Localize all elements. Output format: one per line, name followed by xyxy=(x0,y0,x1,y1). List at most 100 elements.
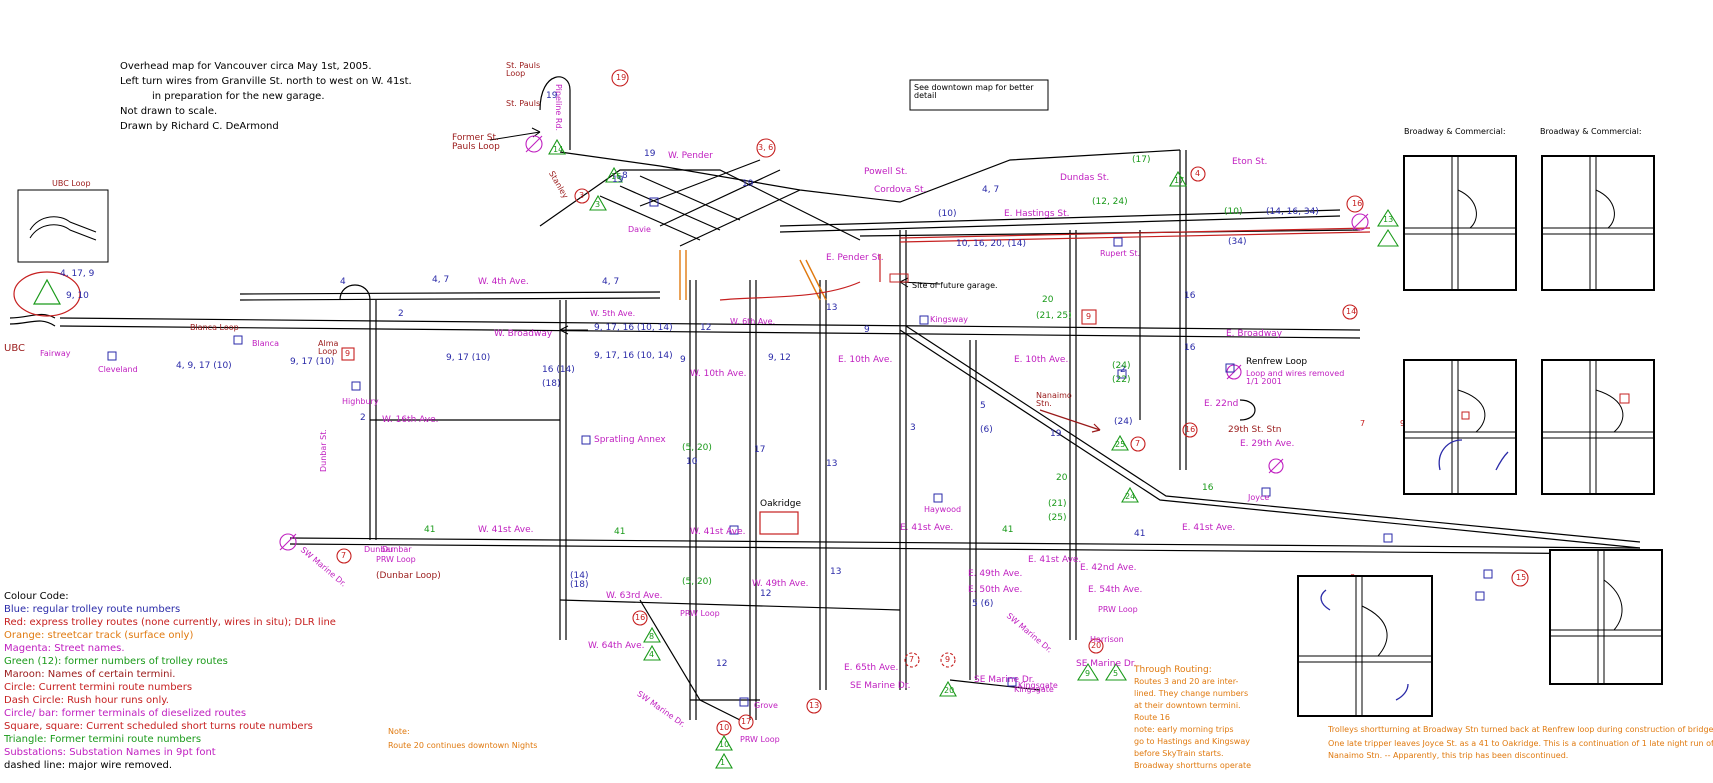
route-2-b: 2 xyxy=(360,413,366,423)
route-12-c: 12 xyxy=(716,659,728,669)
through-routing-line-4: Route 16 xyxy=(1134,713,1170,722)
header-line-4: Not drawn to scale. xyxy=(120,106,218,117)
marker-tri-3: 3 xyxy=(595,200,601,209)
street-e-49th: E. 49th Ave. xyxy=(968,569,1023,579)
wire-hastings xyxy=(779,209,1341,227)
street-eton: Eton St. xyxy=(1232,157,1268,167)
marker-dash-circle-7: 7 xyxy=(909,655,915,664)
marker-circle-17: 17 xyxy=(741,717,752,726)
route-34: (34) xyxy=(1228,237,1247,247)
subst-highbury: Highbury xyxy=(342,397,379,406)
legend-circle: Circle: Current termini route numbers xyxy=(4,682,193,693)
wire-4th-ave xyxy=(239,291,661,295)
route-10-16-20: 10, 16, 20, (14) xyxy=(956,239,1026,249)
former-st-pauls-arrow xyxy=(489,131,541,141)
route-19-d: 19 xyxy=(742,179,754,189)
marker-square-9: 9 xyxy=(345,349,351,358)
legend-red: Red: express trolley routes (none curren… xyxy=(4,617,336,628)
route-41-b: 41 xyxy=(614,527,626,537)
circle-route-17-icon xyxy=(738,714,754,730)
marker-circle-3-6: 3, 6 xyxy=(758,143,774,152)
route-10-b: 10 xyxy=(686,457,698,467)
renfrew-loop-label: Renfrew Loop xyxy=(1246,357,1308,367)
legend-circle-bar: Circle/ bar: former terminals of dieseli… xyxy=(4,708,247,719)
subst-spratling: Spratling Annex xyxy=(594,435,666,445)
blanca-loop-label: Blanca Loop xyxy=(190,323,239,332)
dash-circle-route-9-icon xyxy=(940,652,956,668)
street-kingsgate: Kingsgate xyxy=(1018,681,1058,690)
marker-tri-14: 14 xyxy=(553,145,564,154)
triangle-route-3-icon xyxy=(589,194,607,211)
route-14-16-34: (14, 16, 34) xyxy=(1266,207,1319,217)
route-9-17-10-a: 9, 17 (10) xyxy=(290,357,335,367)
through-routing-line-8: Broadway shortturns operate xyxy=(1134,761,1252,770)
header-line-3: in preparation for the new garage. xyxy=(152,91,325,102)
marker-square-9-b: 9 xyxy=(1086,312,1092,321)
route-4-9-17-10: 4, 9, 17 (10) xyxy=(176,361,232,371)
express-wire-garage xyxy=(719,281,861,301)
route-4-7-c: 4, 7 xyxy=(982,185,1000,195)
route-13-a: 13 xyxy=(826,303,838,313)
route-9-a: 9 xyxy=(680,355,686,365)
marker-circle-10: 10 xyxy=(719,723,730,732)
street-w-pender: W. Pender xyxy=(668,151,713,161)
future-garage-label: Site of future garage. xyxy=(912,281,998,290)
legend-triangle: Triangle: Former termini route numbers xyxy=(4,734,202,745)
triangle-route-14-icon xyxy=(548,138,566,155)
route-2-a: 2 xyxy=(398,309,404,319)
night-note: Route 20 continues downtown Nights xyxy=(388,741,538,750)
route-4-7-b: 4, 7 xyxy=(602,277,620,287)
route-2-c: 2 xyxy=(1120,365,1126,375)
inset-box-2 xyxy=(1541,155,1655,291)
express-wire-hastings xyxy=(899,227,1371,239)
marker-circle-9b-east: 9 xyxy=(1400,419,1406,428)
triangle-big-icon xyxy=(32,278,62,305)
street-w-6th: W. 6th Ave. xyxy=(730,317,776,326)
subst-dunbar-south: Dunbar xyxy=(382,545,412,554)
marker-circle-20: 20 xyxy=(1091,641,1102,650)
inset-title-b: Broadway & Commercial: xyxy=(1540,127,1642,136)
former-st-pauls-loop-label: Former St. Pauls Loop xyxy=(452,133,500,152)
route-12-b: 12 xyxy=(760,589,772,599)
marker-circle-16-a: 16 xyxy=(1185,425,1196,434)
street-e-54th: E. 54th Ave. xyxy=(1088,585,1143,595)
route-20-a: 20 xyxy=(1042,295,1054,305)
circle-route-7-icon xyxy=(1130,436,1146,452)
street-29th-stn: 29th St. Stn xyxy=(1228,425,1282,435)
legend-title: Colour Code: xyxy=(4,591,69,602)
route-18: (18) xyxy=(542,379,561,389)
route-16-b: 16 xyxy=(1184,343,1196,353)
route-9-17-10-b: 9, 17 (10) xyxy=(446,353,491,363)
route-9-12: 9, 12 xyxy=(768,353,791,363)
route-24-b: (24) xyxy=(1114,417,1133,427)
route-3: 3 xyxy=(910,423,916,433)
ellipse-route-4-17-9 xyxy=(13,271,81,317)
through-routing-line-3: at their downtown termini. xyxy=(1134,701,1241,710)
street-e-41st-a: E. 41st Ave. xyxy=(900,523,954,533)
circle-route-16a-icon xyxy=(1182,422,1198,438)
route-41-d: 41 xyxy=(1134,529,1146,539)
header-line-2: Left turn wires from Granville St. north… xyxy=(120,76,412,87)
marker-tri-9: 9 xyxy=(1085,669,1091,678)
oakridge-box xyxy=(759,511,799,535)
triangle-route-17-icon xyxy=(1169,170,1187,187)
route-14-18: (14) (18) xyxy=(570,571,589,590)
through-routing-line-6: go to Hastings and Kingsway xyxy=(1134,737,1250,746)
square-route-9b-icon xyxy=(1081,309,1097,325)
street-e-pender: E. Pender St. xyxy=(826,253,884,263)
subst-davie: Davie xyxy=(628,225,651,234)
triangle-route-10-icon xyxy=(715,734,733,751)
route-4-17-9: 4, 17, 9 xyxy=(60,269,95,279)
nanaimo-arrow xyxy=(1039,409,1101,431)
footnote-1: Trolleys shortturning at Broadway Stn tu… xyxy=(1328,725,1713,734)
route-16-c: 16 xyxy=(1202,483,1214,493)
route-10: (10) xyxy=(938,209,957,219)
legend-blue: Blue: regular trolley route numbers xyxy=(4,604,181,615)
route-21-25-a: (21, 25) xyxy=(1036,311,1072,321)
marker-tri-1: 1 xyxy=(720,758,726,767)
wire-49th xyxy=(559,599,901,611)
alma-loop-label: Alma Loop xyxy=(318,339,339,356)
route-5-6: 5 (6) xyxy=(972,599,994,609)
marker-square-14: 14 xyxy=(1346,307,1357,316)
route-12-a: 12 xyxy=(700,323,712,333)
